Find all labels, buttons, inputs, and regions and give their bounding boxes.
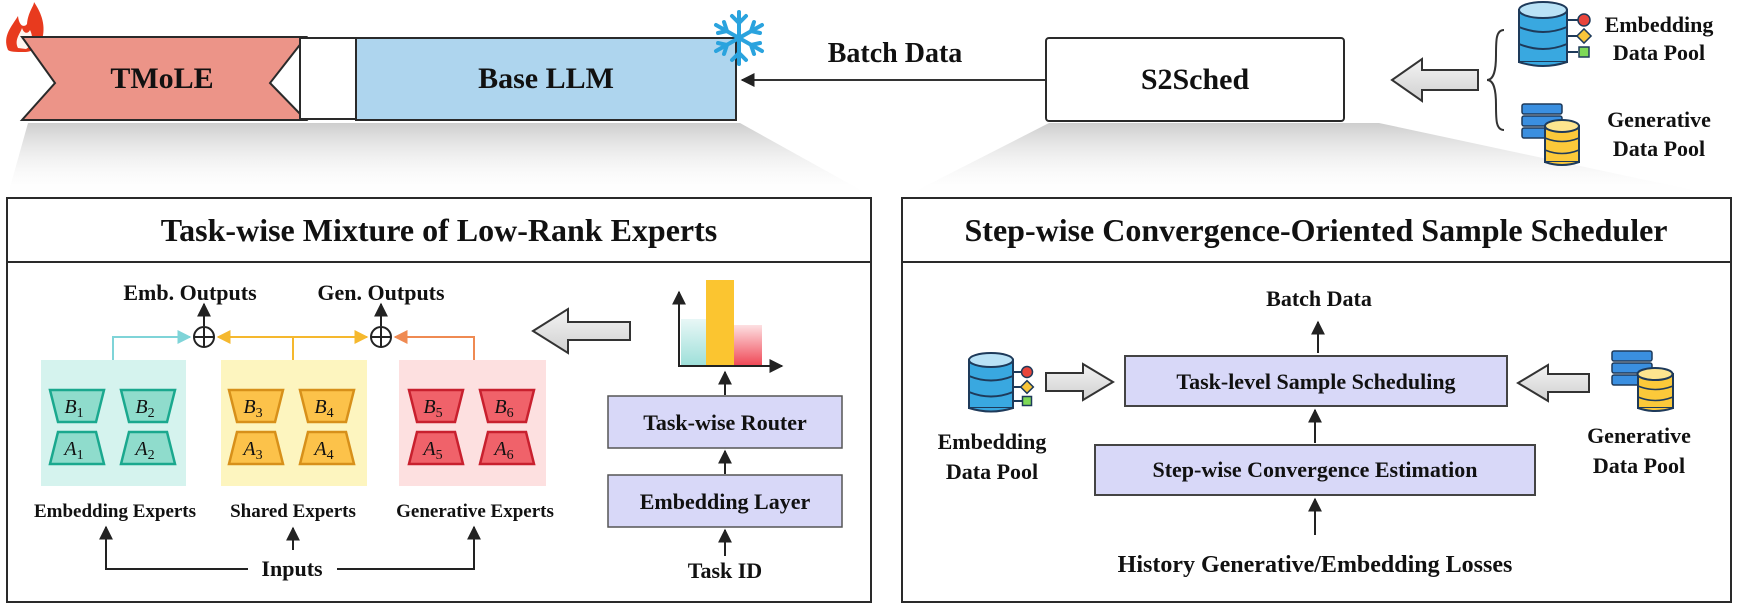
inputs-to-emb-arrow bbox=[99, 525, 248, 570]
embedding-layer-label: Embedding Layer bbox=[640, 489, 811, 514]
embedding-lora-matrix-a2 bbox=[119, 430, 177, 466]
shared-lora-matrix-a3 bbox=[227, 430, 285, 466]
task-level-sample-scheduling-block bbox=[1124, 355, 1508, 407]
right-generative-pool-line1: Generative bbox=[1587, 423, 1691, 448]
emb-pool-to-scheduling-arrow bbox=[1045, 362, 1115, 402]
tmole-block bbox=[19, 36, 309, 121]
right-panel-title: Step-wise Convergence-Oriented Sample Sc… bbox=[964, 212, 1667, 248]
right-embedding-pool-line1: Embedding bbox=[938, 429, 1047, 454]
step-wise-convergence-estimation-block bbox=[1094, 444, 1536, 496]
adapter-gap-block bbox=[299, 37, 359, 120]
shared-lora-matrix-b4 bbox=[298, 388, 356, 424]
embedding-pool-line1: Embedding bbox=[1605, 12, 1714, 37]
embedding-experts-label: Embedding Experts bbox=[34, 501, 196, 522]
batch-data-label: Batch Data bbox=[828, 38, 963, 69]
embedding-lora-matrix-b2 bbox=[119, 388, 177, 424]
embedding-layer-block bbox=[607, 474, 843, 528]
shared-experts-label: Shared Experts bbox=[230, 501, 356, 522]
task-wise-router-label: Task-wise Router bbox=[643, 410, 807, 435]
task-level-sample-scheduling-label: Task-level Sample Scheduling bbox=[1176, 369, 1455, 394]
generative-lora-matrix-a5 bbox=[407, 430, 465, 466]
emb-sum-node bbox=[193, 326, 215, 348]
zoom-fan-left bbox=[7, 123, 875, 198]
generative-pool-line2: Data Pool bbox=[1613, 136, 1705, 161]
left-panel-title: Task-wise Mixture of Low-Rank Experts bbox=[161, 212, 717, 248]
base-llm-label: Base LLM bbox=[478, 62, 614, 95]
gen-outputs-label: Gen. Outputs bbox=[317, 280, 445, 305]
routing-weights-bar-icon bbox=[672, 280, 784, 373]
zoom-fan-right bbox=[902, 123, 1730, 198]
generative-lora-matrix-b6 bbox=[478, 388, 536, 424]
inputs-to-gen-arrow bbox=[337, 525, 481, 570]
gen-pool-to-scheduling-arrow bbox=[1516, 363, 1590, 403]
s2sched-label: S2Sched bbox=[1141, 63, 1250, 96]
embedding-lora-matrix-a1 bbox=[48, 430, 106, 466]
right-batch-data-label: Batch Data bbox=[1266, 286, 1372, 311]
generative-database-icon bbox=[1521, 103, 1580, 166]
gen-sum-node bbox=[370, 326, 392, 348]
embedding-pool-line2: Data Pool bbox=[1613, 40, 1705, 65]
inputs-label: Inputs bbox=[261, 556, 323, 581]
snowflake-icon bbox=[714, 10, 764, 66]
generative-experts-label: Generative Experts bbox=[396, 501, 554, 522]
embedding-database-icon bbox=[1518, 1, 1593, 67]
base-llm-block bbox=[355, 37, 737, 121]
tmole-label: TMoLE bbox=[110, 62, 213, 95]
shared-lora-matrix-b3 bbox=[227, 388, 285, 424]
right-generative-database-icon bbox=[1611, 350, 1674, 412]
emb-expert-to-sum-line bbox=[112, 330, 192, 360]
s2sched-block bbox=[1045, 37, 1345, 122]
right-generative-pool-line2: Data Pool bbox=[1593, 453, 1685, 478]
generative-lora-matrix-a6 bbox=[478, 430, 536, 466]
right-embedding-database-icon bbox=[968, 352, 1035, 413]
generative-lora-matrix-b5 bbox=[407, 388, 465, 424]
pool-brace bbox=[1486, 29, 1505, 131]
right-embedding-pool-line2: Data Pool bbox=[946, 459, 1038, 484]
task-wise-router-block bbox=[607, 395, 843, 449]
generative-pool-line1: Generative bbox=[1607, 107, 1711, 132]
emb-outputs-label: Emb. Outputs bbox=[123, 280, 257, 305]
task-id-label: Task ID bbox=[688, 558, 762, 583]
router-to-experts-arrow bbox=[531, 307, 631, 355]
pool-to-sched-arrow bbox=[1390, 57, 1479, 103]
gen-expert-to-sum-line bbox=[393, 330, 475, 360]
shared-lora-matrix-a4 bbox=[298, 430, 356, 466]
step-wise-convergence-estimation-label: Step-wise Convergence Estimation bbox=[1152, 457, 1477, 482]
embedding-lora-matrix-b1 bbox=[48, 388, 106, 424]
history-losses-label: History Generative/Embedding Losses bbox=[1118, 552, 1513, 578]
